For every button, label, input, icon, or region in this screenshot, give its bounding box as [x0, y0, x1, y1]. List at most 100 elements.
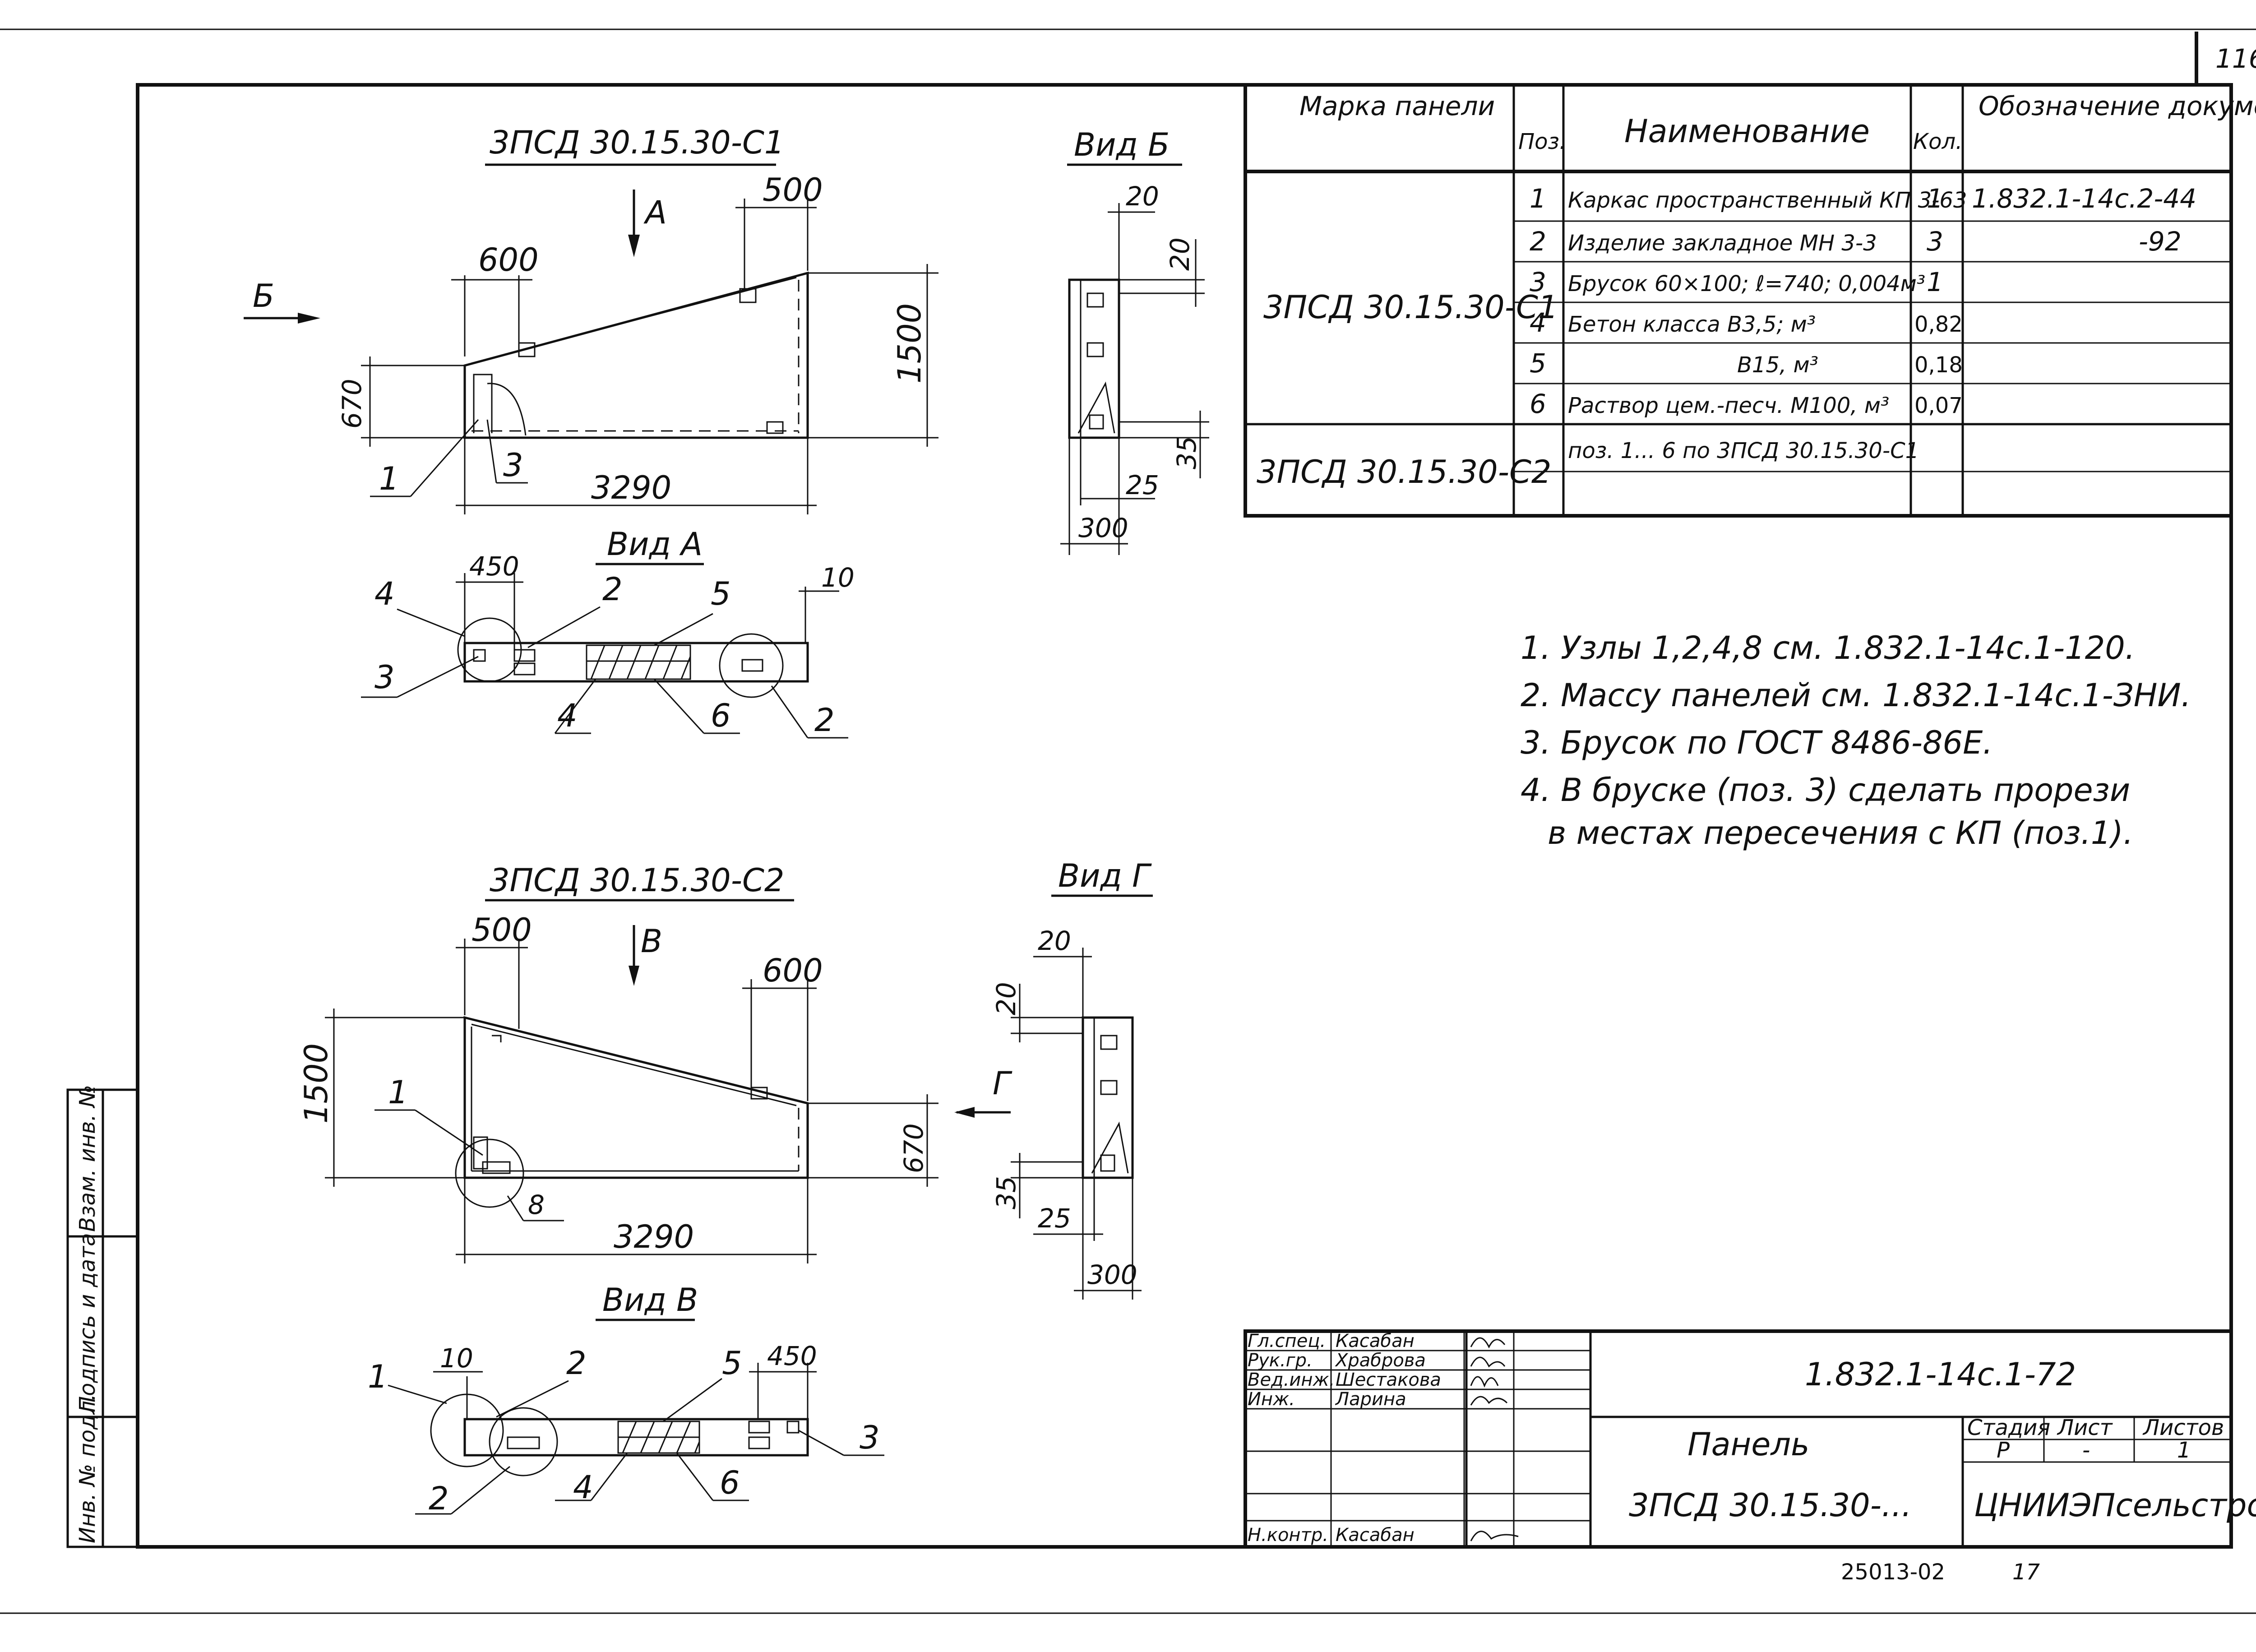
svg-text:Раствор цем.-песч. М100, м³: Раствор цем.-песч. М100, м³ — [1568, 393, 1889, 418]
title-block: Гл.спец. Рук.гр. Вед.инж. Инж. Н.контр. … — [1244, 1329, 2256, 1549]
tb-name-lead-eng: Шестакова — [1336, 1370, 1441, 1390]
view-b-width-dim: 300 — [1078, 513, 1128, 543]
svg-text:4: 4 — [1530, 307, 1546, 338]
view-g-title: Вид Г — [1058, 857, 1152, 894]
view-a-450-dim: 450 — [469, 551, 519, 582]
view-a-callout-3: 3 — [374, 659, 395, 696]
view-b-bottom-dim: 35 — [1171, 436, 1202, 469]
view-v-callout-2b: 2 — [429, 1480, 449, 1517]
view-v-450-dim: 450 — [767, 1341, 817, 1371]
general-notes: 1. Узлы 1,2,4,8 см. 1.832.1-14с.1-120. 2… — [1521, 629, 2191, 851]
tb-role-engineer: Инж. — [1248, 1389, 1295, 1410]
view-b-arrow-label: Б — [253, 278, 274, 315]
tb-sheets-label: Листов — [2142, 1415, 2224, 1440]
view-v-outline — [463, 1418, 809, 1457]
view-g-section: Вид Г 20 20 35 25 300 — [991, 857, 1153, 1300]
view-v-callout-5: 5 — [722, 1345, 742, 1382]
page-number: 17 — [2012, 1559, 2040, 1585]
sheet-number-box: 116 — [2195, 32, 2256, 85]
svg-text:Изделие закладное МН 3-3: Изделие закладное МН 3-3 — [1568, 231, 1877, 256]
view-a-10-dim: 10 — [821, 562, 855, 593]
view-a-callout-6: 6 — [711, 697, 731, 734]
table-row: 4 Бетон класса В3,5; м³ 0,82 — [1530, 307, 1963, 338]
view-a-callout-2: 2 — [602, 571, 623, 608]
signature-marks — [1470, 1337, 1519, 1541]
view-a-callout-4: 4 — [374, 575, 395, 612]
tb-role-group-head: Рук.гр. — [1248, 1350, 1313, 1371]
note-2: 2. Массу панелей см. 1.832.1-14с.1-ЗНИ. — [1521, 677, 2191, 714]
svg-text:Брусок 60×100; ℓ=740; 0,004м³: Брусок 60×100; ℓ=740; 0,004м³ — [1568, 271, 1925, 296]
tb-doc-number: 1.832.1-14с.1-72 — [1805, 1356, 2076, 1393]
svg-text:0,18: 0,18 — [1914, 352, 1963, 378]
side-stamp-replace-inv: Взам. инв. № — [75, 1085, 100, 1232]
svg-text:3: 3 — [1927, 226, 1943, 257]
tb-name-chief: Касабан — [1336, 1331, 1415, 1351]
panel-c2-length-dim: 3290 — [614, 1218, 694, 1255]
archive-code: 25013-02 — [1841, 1559, 1945, 1585]
view-a-arrow-label: А — [643, 194, 667, 231]
note-1: 1. Узлы 1,2,4,8 см. 1.832.1-14с.1-120. — [1521, 629, 2135, 666]
panel-c2-callout-1: 1 — [388, 1074, 408, 1111]
panel-c1-callout-1: 1 — [379, 460, 399, 497]
svg-text:В15, м³: В15, м³ — [1737, 352, 1818, 378]
view-v-callout-6: 6 — [720, 1464, 740, 1501]
svg-text:0,82: 0,82 — [1914, 312, 1963, 337]
spec-header-qty: Кол. — [1913, 129, 1962, 154]
view-g-25-dim: 25 — [1038, 1203, 1071, 1234]
table-row: 5 В15, м³ 0,18 — [1530, 348, 1963, 379]
side-stamp: Инв. № подл. Подпись и дата Взам. инв. № — [66, 1085, 139, 1548]
view-v-plan: Вид В 10 450 1 2 5 3 — [368, 1282, 884, 1517]
view-a-callout-2b: 2 — [814, 702, 835, 739]
spec-header-mark: Марка панели — [1299, 91, 1495, 121]
spec-header-name: Наименование — [1624, 113, 1870, 150]
panel-c2-outline — [463, 1016, 809, 1179]
table-row: 6 Раствор цем.-песч. М100, м³ 0,07 — [1530, 389, 1963, 419]
svg-text:3: 3 — [1530, 267, 1546, 297]
panel-c1-left-height-dim: 670 — [337, 379, 367, 429]
view-a-title: Вид А — [607, 526, 703, 563]
panel-c1-title: 3ПСД 30.15.30-С1 — [490, 124, 784, 161]
svg-text:Бетон класса В3,5; м³: Бетон класса В3,5; м³ — [1568, 312, 1816, 337]
tb-stage: Р — [1997, 1438, 2010, 1463]
tb-item-code: 3ПСД 30.15.30-... — [1629, 1487, 1912, 1524]
panel-c2-elevation: 3ПСД 30.15.30-С2 В Г 3290 500 600 1500 — [298, 862, 1012, 1263]
spec-mark-c1: 3ПСД 30.15.30-С1 — [1263, 289, 1558, 326]
svg-text:-92: -92 — [2139, 226, 2182, 257]
tb-item-title: Панель — [1687, 1426, 1809, 1463]
view-a-callout-4b: 4 — [557, 697, 578, 734]
sheet-number: 116 — [2215, 43, 2256, 74]
svg-text:0,07: 0,07 — [1914, 393, 1963, 418]
specification-table: Марка панели Поз. Наименование Кол. Обоз… — [1244, 83, 2256, 518]
view-g-side-dim: 20 — [991, 982, 1022, 1015]
tb-role-chief: Гл.спец. — [1248, 1331, 1326, 1351]
view-v-title: Вид В — [602, 1282, 698, 1319]
side-stamp-inv-no: Инв. № подл. — [75, 1394, 100, 1543]
tb-stage-label: Стадия — [1967, 1415, 2050, 1440]
svg-text:6: 6 — [1530, 389, 1546, 419]
table-row: 1 Каркас пространственный КП 3-63 1 1.83… — [1530, 183, 2196, 214]
spec-header-doc: Обозначение документа — [1979, 91, 2256, 121]
view-b-side-dim: 20 — [1165, 237, 1195, 271]
view-b-top-dim: 20 — [1126, 181, 1159, 212]
svg-text:поз. 1... 6 по 3ПСД 30.15.30-С: поз. 1... 6 по 3ПСД 30.15.30-С1 — [1568, 438, 1919, 463]
svg-text:1: 1 — [1927, 267, 1943, 297]
panel-c1-top-left-dim: 600 — [478, 241, 539, 278]
view-v-arrow-label: В — [641, 923, 662, 960]
panel-c1-length-dim: 3290 — [591, 469, 671, 506]
view-a-outline — [463, 642, 809, 683]
view-g-bottom-dim: 35 — [991, 1176, 1022, 1209]
svg-text:2: 2 — [1530, 226, 1546, 257]
note-3: 3. Брусок по ГОСТ 8486-86Е. — [1521, 724, 1993, 761]
tb-name-engineer: Ларина — [1335, 1389, 1406, 1410]
panel-c2-callout-8: 8 — [528, 1189, 545, 1220]
svg-text:Каркас пространственный КП 3-6: Каркас пространственный КП 3-63 — [1568, 188, 1967, 213]
drawing-frame — [136, 83, 2233, 1549]
view-a-callout-5: 5 — [711, 575, 731, 612]
panel-c2-top-right-dim: 600 — [763, 952, 823, 989]
table-row: поз. 1... 6 по 3ПСД 30.15.30-С1 — [1568, 438, 1919, 463]
svg-text:5: 5 — [1530, 348, 1546, 379]
tb-sheet: - — [2082, 1438, 2090, 1463]
spec-mark-c2: 3ПСД 30.15.30-С2 — [1257, 453, 1551, 491]
tb-role-norm-control: Н.контр. — [1248, 1525, 1328, 1546]
view-v-10-dim: 10 — [440, 1343, 473, 1374]
